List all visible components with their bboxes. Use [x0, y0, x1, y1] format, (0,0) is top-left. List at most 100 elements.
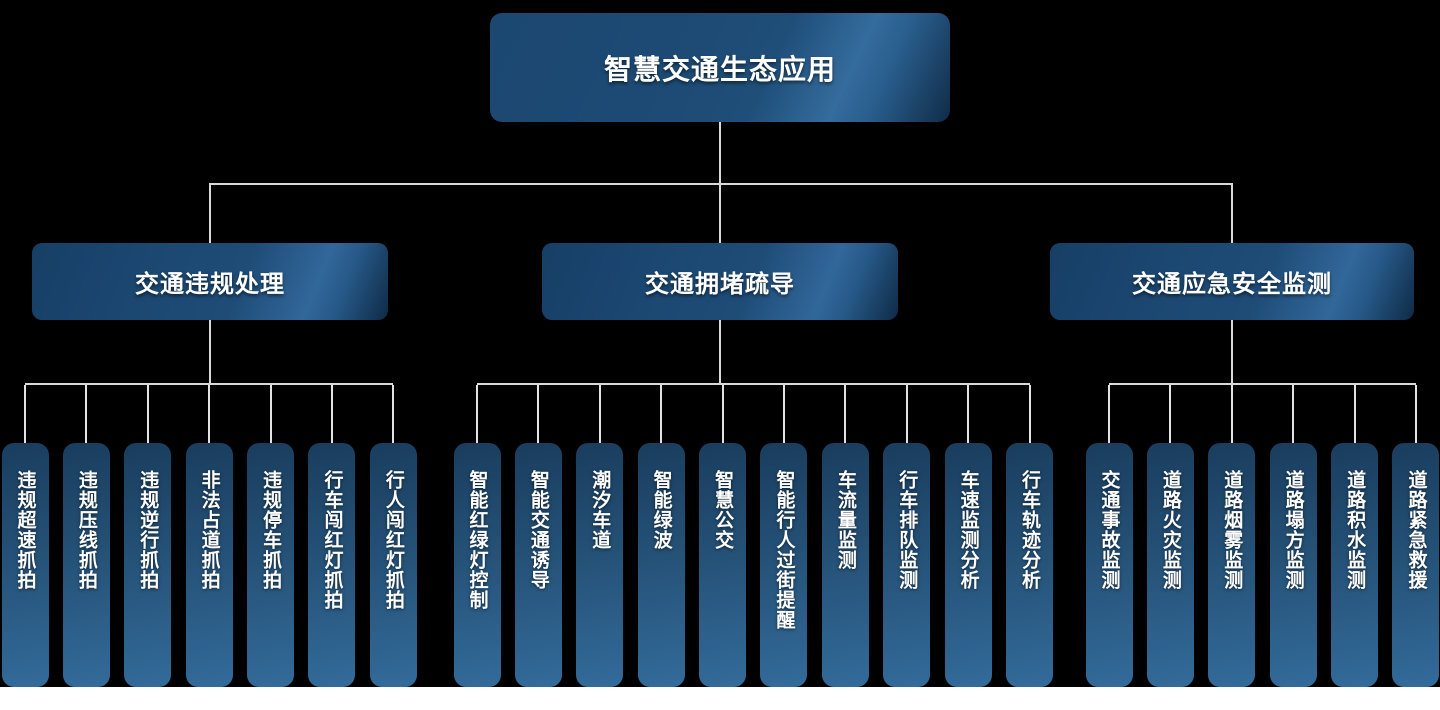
connector-leaf-drop: [782, 385, 785, 443]
leaf-node: 行车排队监测: [883, 443, 931, 687]
leaf-cell: 行人闯红灯抓拍: [369, 385, 417, 687]
leaf-cell: 非法占道抓拍: [185, 385, 233, 687]
leaf-label: 车流量监测: [834, 470, 856, 570]
leaf-label: 非法占道抓拍: [198, 470, 220, 590]
leaf-label: 智能行人过街提醒: [773, 470, 795, 630]
leaf-cell: 道路紧急救援: [1392, 385, 1440, 687]
leaf-cell: 交通事故监测: [1085, 385, 1133, 687]
connector-rail: [25, 383, 394, 385]
leaf-node: 智能绿波: [637, 443, 685, 687]
leaf-cell: 车速监测分析: [944, 385, 992, 687]
leaf-node: 道路塌方监测: [1269, 443, 1317, 687]
connector-leaf-drop: [330, 385, 333, 443]
branch-label: 交通违规处理: [135, 271, 285, 298]
leaf-cell: 智能行人过街提醒: [760, 385, 808, 687]
root-node: 智慧交通生态应用: [490, 13, 950, 122]
leaf-node: 违规停车抓拍: [247, 443, 295, 687]
leaf-label: 行车排队监测: [896, 470, 918, 590]
connector-leaf-drop: [1292, 385, 1295, 443]
leaf-node: 交通事故监测: [1085, 443, 1133, 687]
connector: [1231, 320, 1233, 383]
leaf-node: 行人闯红灯抓拍: [369, 443, 417, 687]
leaf-label: 道路紧急救援: [1405, 470, 1427, 590]
branch-node-congestion: 交通拥堵疏导: [542, 243, 898, 320]
leaf-node: 道路积水监测: [1331, 443, 1379, 687]
leaf-cell: 道路烟雾监测: [1208, 385, 1256, 687]
connector-root-drop: [719, 122, 721, 184]
leaf-label: 交通事故监测: [1098, 470, 1120, 590]
leaf-node: 违规压线抓拍: [62, 443, 110, 687]
connector-leaf-drop: [146, 385, 149, 443]
leaf-label: 智慧公交: [712, 470, 734, 550]
bottom-strip: [0, 687, 1440, 710]
connector-leaf-drop: [721, 385, 724, 443]
leaf-node: 非法占道抓拍: [185, 443, 233, 687]
leaf-node: 违规超速抓拍: [1, 443, 49, 687]
connector-leaf-drop: [1353, 385, 1356, 443]
leaf-label: 道路火灾监测: [1159, 470, 1181, 590]
leaf-node: 潮汐车道: [576, 443, 624, 687]
leaf-label: 行车轨迹分析: [1019, 470, 1041, 590]
leaf-label: 行人闯红灯抓拍: [382, 470, 404, 610]
connector-leaf-drop: [598, 385, 601, 443]
leaf-label: 智能绿波: [650, 470, 672, 550]
leaf-cell: 行车闯红灯抓拍: [308, 385, 356, 687]
connector-rail-top: [209, 183, 1233, 185]
leaf-cell: 行车排队监测: [883, 385, 931, 687]
leaf-node: 智能行人过街提醒: [760, 443, 808, 687]
leaf-label: 道路烟雾监测: [1221, 470, 1243, 590]
connector-leaf-drop: [967, 385, 970, 443]
root-label: 智慧交通生态应用: [603, 53, 836, 85]
connector-rail: [477, 383, 1030, 385]
leaf-cell: 车流量监测: [821, 385, 869, 687]
leaf-node: 违规逆行抓拍: [124, 443, 172, 687]
leaf-node: 智能交通诱导: [514, 443, 562, 687]
leaf-node: 道路火灾监测: [1146, 443, 1194, 687]
connector-leaf-drop: [269, 385, 272, 443]
leaf-cell: 智慧公交: [699, 385, 747, 687]
leaf-cell: 智能绿波: [637, 385, 685, 687]
leaf-label: 潮汐车道: [589, 470, 611, 550]
connector-leaf-drop: [208, 385, 211, 443]
leaf-row: 交通事故监测 道路火灾监测 道路烟雾监测 道路塌方监测道路积水监测 道路紧急救援: [1085, 385, 1440, 687]
leaf-node: 行车闯红灯抓拍: [308, 443, 356, 687]
connector-leaf-drop: [1230, 385, 1233, 443]
leaf-node: 道路紧急救援: [1392, 443, 1440, 687]
connector-leaf-drop: [660, 385, 663, 443]
leaf-node: 车流量监测: [821, 443, 869, 687]
connector-leaf-drop: [1169, 385, 1172, 443]
leaf-row: 智能红绿灯控制 智能交通诱导 潮汐车道 智能绿波 智慧公交 智能行人过街提醒 车流量监测 行车…: [453, 385, 1054, 687]
leaf-group-violation: 违规超速抓拍 违规压线抓拍违规逆行抓拍 非法占道抓拍 违规停车抓拍 行车闯红灯抓拍 行人闯…: [1, 320, 417, 687]
connector-leaf-drop: [537, 385, 540, 443]
leaf-cell: 违规停车抓拍: [247, 385, 295, 687]
connector-branch-drop: [209, 185, 211, 243]
connector-leaf-drop: [476, 385, 478, 443]
connector-leaf-drop: [1028, 385, 1031, 443]
connector: [719, 320, 721, 383]
connector-leaf-drop: [85, 385, 88, 443]
branch-label: 交通应急安全监测: [1132, 271, 1332, 298]
leaf-cell: 潮汐车道: [576, 385, 624, 687]
leaf-label: 行车闯红灯抓拍: [321, 470, 343, 610]
connector: [209, 320, 211, 383]
leaf-label: 违规超速抓拍: [14, 470, 36, 590]
connector-leaf-drop: [1108, 385, 1110, 443]
connector-branch-drop: [719, 185, 721, 243]
leaf-label: 智能红绿灯控制: [466, 470, 488, 610]
leaf-cell: 违规压线抓拍: [62, 385, 110, 687]
leaf-cell: 道路火灾监测: [1146, 385, 1194, 687]
leaf-group-emergency: 交通事故监测 道路火灾监测 道路烟雾监测 道路塌方监测道路积水监测 道路紧急救援: [1085, 320, 1440, 687]
leaf-label: 智能交通诱导: [527, 470, 549, 590]
leaf-cell: 道路塌方监测: [1269, 385, 1317, 687]
connector-leaf-drop: [905, 385, 908, 443]
connector-branch-drop: [1231, 185, 1233, 243]
connector-leaf-drop: [24, 385, 26, 443]
leaf-cell: 行车轨迹分析: [1006, 385, 1054, 687]
leaf-cell: 智能交通诱导: [514, 385, 562, 687]
leaf-node: 道路烟雾监测: [1208, 443, 1256, 687]
leaf-node: 智能红绿灯控制: [453, 443, 501, 687]
leaf-node: 行车轨迹分析: [1006, 443, 1054, 687]
connector-rail: [1109, 383, 1416, 385]
leaf-cell: 违规超速抓拍: [1, 385, 49, 687]
